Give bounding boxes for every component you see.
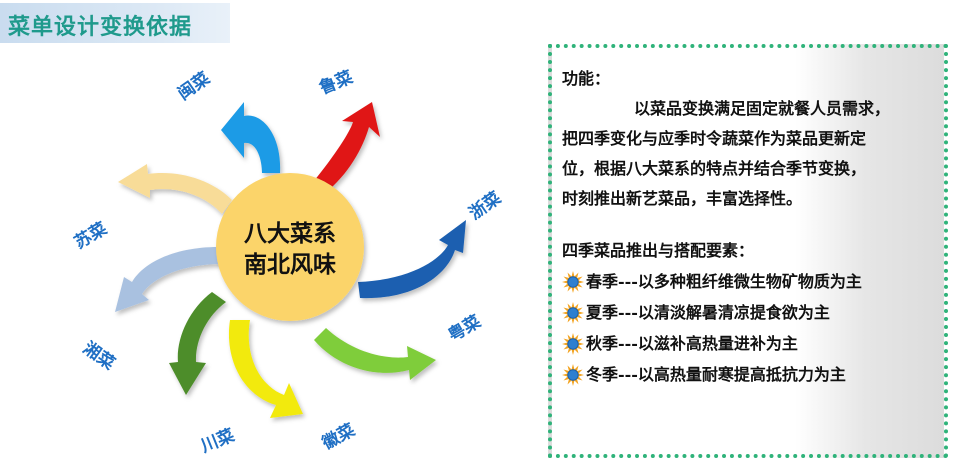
- info-panel: 功能： 以菜品变换满足固定就餐人员需求， 把四季变化与应季时令蔬菜作为菜品更新定…: [548, 44, 948, 458]
- sun-icon: [562, 332, 584, 355]
- sun-icon: [562, 301, 584, 324]
- panel-content: 功能： 以菜品变换满足固定就餐人员需求， 把四季变化与应季时令蔬菜作为菜品更新定…: [562, 64, 936, 390]
- season-text: 夏季---以清淡解暑清凉提食欲为主: [586, 302, 830, 322]
- label-chuan: 川菜: [197, 425, 238, 457]
- label-hui: 徽菜: [318, 419, 360, 454]
- seasons-title: 四季菜品推出与搭配要素：: [562, 241, 755, 260]
- title-banner: 菜单设计变换依据: [0, 3, 230, 43]
- arrow-zhe: [358, 220, 466, 299]
- label-min: 闽菜: [174, 67, 215, 104]
- arrow-chuan: [169, 292, 226, 395]
- function-line: 位，根据八大菜系的特点并结合季节变换，: [562, 159, 867, 178]
- page-title: 菜单设计变换依据: [8, 15, 193, 40]
- arrow-hui: [228, 320, 303, 418]
- center-line-2: 南北风味: [244, 252, 336, 278]
- center-line-1: 八大菜系: [244, 221, 336, 247]
- sun-icon: [562, 270, 584, 293]
- arrow-lu: [314, 102, 380, 193]
- cuisine-wheel-diagram: 八大菜系 南北风味 闽菜 鲁菜 浙菜 粤菜 徽菜 川菜 湘菜 苏菜: [71, 66, 506, 457]
- label-yue: 粤菜: [445, 310, 486, 346]
- function-line: 把四季变化与应季时令蔬菜作为菜品更新定: [562, 129, 867, 148]
- season-item-winter: 冬季---以高热量耐寒提高抵抗力为主: [562, 359, 936, 390]
- season-item-summer: 夏季---以清淡解暑清凉提食欲为主: [562, 297, 936, 328]
- arrow-su: [118, 164, 232, 214]
- season-text: 春季---以多种粗纤维微生物矿物质为主: [586, 271, 862, 291]
- function-line: 以菜品变换满足固定就餐人员需求，: [634, 99, 891, 118]
- sun-icon: [562, 363, 584, 386]
- arrow-min: [221, 102, 281, 173]
- center-circle: [216, 173, 364, 321]
- label-su: 苏菜: [71, 218, 112, 254]
- season-item-spring: 春季---以多种粗纤维微生物矿物质为主: [562, 266, 936, 297]
- label-zhe: 浙菜: [465, 187, 506, 224]
- label-lu: 鲁菜: [316, 66, 356, 99]
- function-line: 时刻推出新艺菜品，丰富选择性。: [562, 189, 803, 208]
- season-text: 冬季---以高热量耐寒提高抵抗力为主: [586, 364, 846, 384]
- season-text: 秋季---以滋补高热量进补为主: [586, 333, 798, 353]
- arrow-xiang: [115, 246, 222, 312]
- function-title: 功能：: [562, 69, 611, 88]
- label-xiang: 湘菜: [79, 337, 120, 374]
- season-item-autumn: 秋季---以滋补高热量进补为主: [562, 328, 936, 359]
- arrow-yue: [314, 328, 436, 380]
